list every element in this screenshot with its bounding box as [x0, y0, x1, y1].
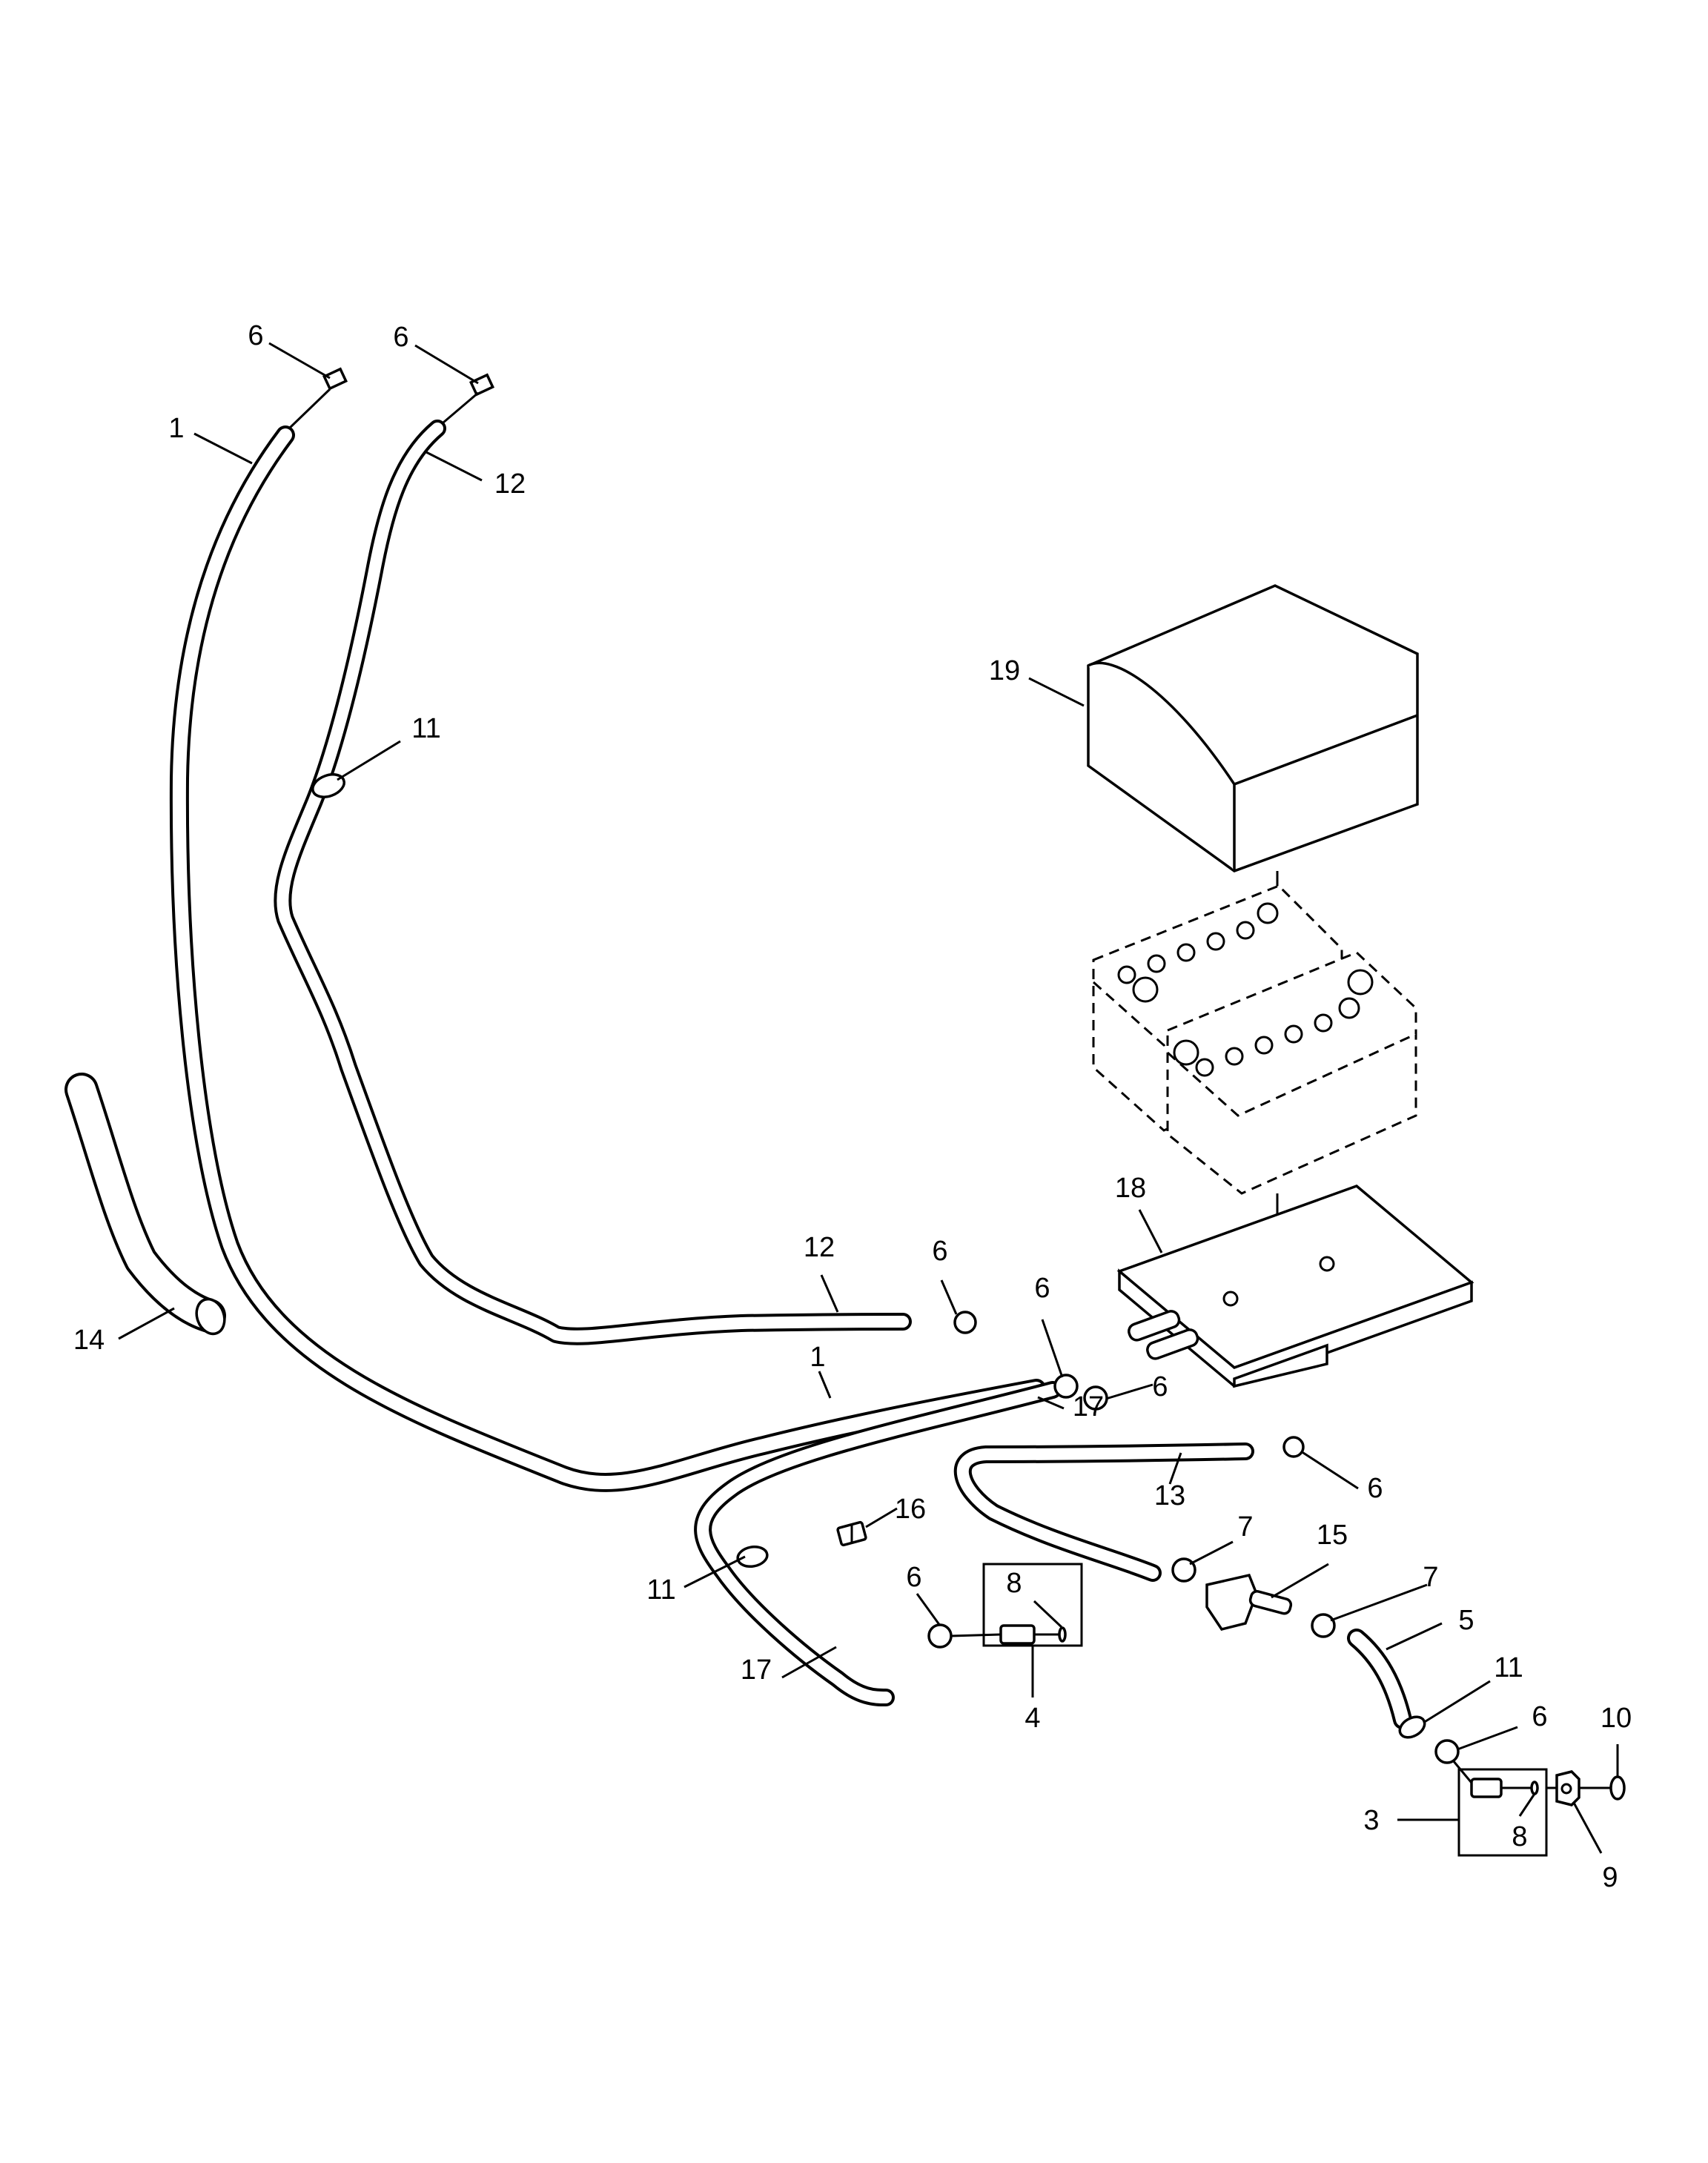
clamp-6-right [1282, 1436, 1305, 1458]
callout-11-upper: 11 [411, 713, 440, 744]
hose-clamp-11-upper [311, 773, 345, 798]
callout-6-mid-a: 6 [932, 1236, 947, 1267]
callout-6-low: 6 [906, 1562, 921, 1593]
callout-6-mid-b: 6 [1034, 1273, 1050, 1304]
callout-9: 9 [1602, 1862, 1618, 1893]
hose-clamp-11-left [736, 1545, 769, 1569]
callout-labels: 6 6 1 12 19 11 18 12 6 6 14 1 6 17 13 6 … [73, 320, 1632, 1893]
clamp-7-a [1171, 1557, 1196, 1583]
clamp-6-top-a [322, 367, 348, 391]
callout-6-lowright: 6 [1532, 1701, 1547, 1732]
callout-1-lower: 1 [810, 1342, 825, 1373]
callout-12-top: 12 [494, 468, 526, 500]
battery-cover-19 [1087, 584, 1419, 927]
callout-16: 16 [895, 1494, 926, 1525]
assembly-3 [1397, 1760, 1548, 1857]
hose-1 [169, 425, 1046, 1492]
hose-14 [64, 1073, 226, 1336]
callout-19: 19 [989, 655, 1020, 686]
callout-11-left: 11 [646, 1574, 675, 1606]
callout-1-top: 1 [168, 413, 184, 444]
callout-14: 14 [73, 1325, 105, 1356]
hose-clamp-11-right [1398, 1715, 1426, 1739]
callout-6-top-a: 6 [248, 320, 263, 351]
callout-11-right: 11 [1494, 1652, 1523, 1683]
valve-15 [1205, 1573, 1293, 1631]
clamp-6-low [927, 1623, 953, 1649]
assembly-4 [950, 1563, 1083, 1697]
leader-lines [118, 342, 1619, 1854]
callout-17-lower: 17 [741, 1654, 772, 1686]
callout-12-lower: 12 [804, 1232, 835, 1263]
callout-13: 13 [1154, 1480, 1185, 1511]
hose-17 [694, 1381, 1062, 1706]
clamp-6-top-b [469, 373, 495, 397]
callout-3: 3 [1363, 1805, 1379, 1836]
callout-6-top-b: 6 [393, 322, 408, 353]
callout-5: 5 [1458, 1605, 1474, 1636]
callout-10: 10 [1601, 1703, 1632, 1734]
clamp-6-hose12-end [953, 1311, 977, 1334]
callout-6-right: 6 [1367, 1473, 1383, 1504]
callout-6-mid-c: 6 [1152, 1371, 1168, 1402]
clip-16 [836, 1520, 867, 1547]
clamp-6-lowright [1434, 1739, 1460, 1764]
callout-7-b: 7 [1423, 1562, 1438, 1593]
clamps [322, 367, 1460, 1764]
battery-tray-18 [1116, 1185, 1474, 1388]
clamp-7-b [1311, 1613, 1336, 1638]
callout-17-upper: 17 [1073, 1391, 1104, 1422]
battery-terminals [1117, 902, 1374, 1077]
hose-12 [274, 420, 912, 1345]
cap-9 [1546, 1770, 1580, 1806]
callout-15: 15 [1317, 1520, 1348, 1551]
callout-8-box: 8 [1006, 1568, 1022, 1599]
o-ring-10 [1579, 1775, 1626, 1801]
hose-13 [953, 1442, 1254, 1582]
clamp-6-mid-a [1053, 1374, 1079, 1399]
hose-5 [1347, 1629, 1412, 1729]
callout-8-lower: 8 [1512, 1821, 1527, 1852]
callout-7-a: 7 [1237, 1511, 1253, 1543]
callout-18: 18 [1115, 1173, 1146, 1204]
callout-4: 4 [1025, 1703, 1040, 1734]
